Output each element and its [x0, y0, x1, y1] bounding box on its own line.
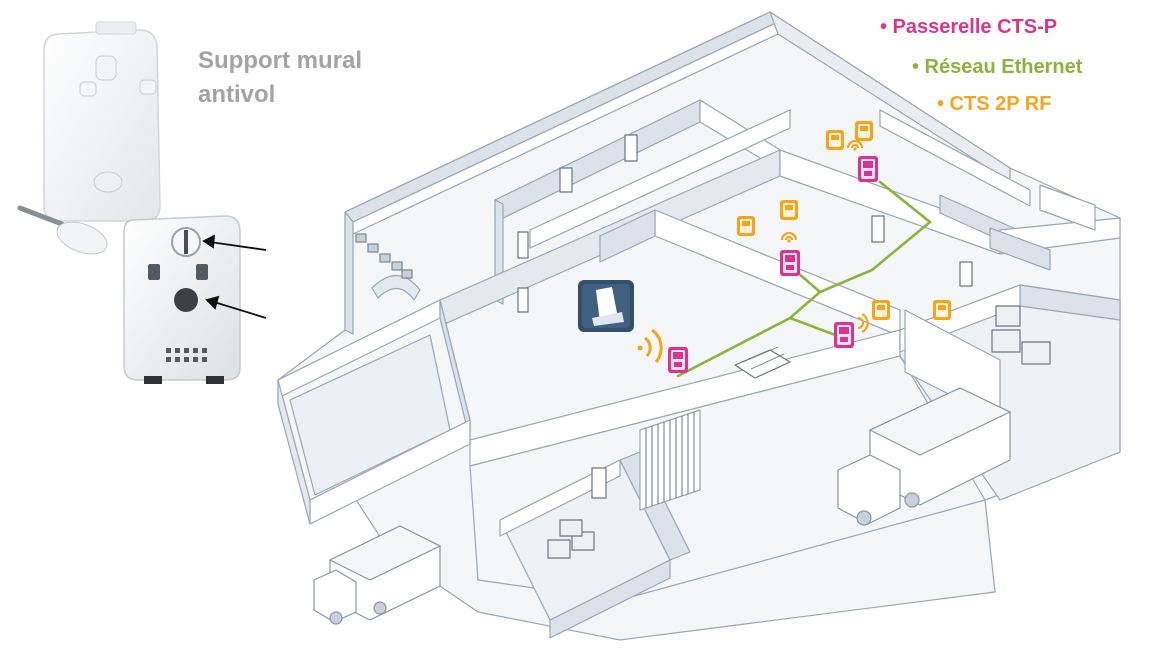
- key-icon: [17, 205, 108, 255]
- cts-device-back: [123, 215, 241, 384]
- cts-2p-rf-device-icon: [780, 200, 798, 220]
- wifi-signal-icon: [857, 313, 869, 333]
- legend-cts-2p-rf: • CTS 2P RF: [937, 93, 1052, 115]
- cts-2p-rf-device-icon: [737, 216, 755, 236]
- cts-2p-rf-device-icon: [826, 130, 844, 150]
- gateway-device-icon: [668, 347, 688, 373]
- truck-right: [837, 387, 1012, 526]
- wall-mount-plate: [43, 21, 161, 222]
- gateway-device-icon: [780, 250, 800, 276]
- cts-2p-rf-device-icon: [855, 121, 873, 141]
- cts-2p-rf-device-icon: [933, 300, 951, 320]
- arrow-icon: [202, 234, 267, 251]
- wifi-signal-icon: [637, 328, 663, 363]
- cts-2p-rf-device-icon: [872, 300, 890, 320]
- caption-support-mural: Support mural antivol: [198, 44, 362, 112]
- truck-left: [313, 525, 442, 625]
- caption-line-2: antivol: [198, 81, 276, 108]
- legend-passerelle-cts-p: • Passerelle CTS-P: [880, 16, 1058, 38]
- arrow-icon: [205, 295, 267, 319]
- caption-line-1: Support mural: [198, 47, 363, 74]
- charging-base-icon: [578, 280, 634, 332]
- legend-reseau-ethernet: • Réseau Ethernet: [912, 56, 1083, 78]
- gateway-device-icon: [858, 156, 878, 182]
- gateway-device-icon: [834, 322, 854, 348]
